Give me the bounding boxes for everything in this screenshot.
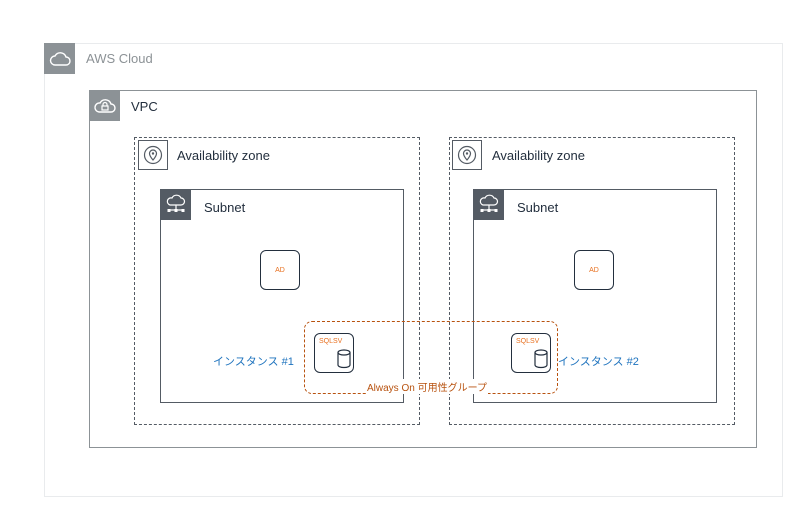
- availability-zone-label: Availability zone: [492, 148, 585, 163]
- ad-server-icon: AD: [574, 250, 614, 290]
- instance-label-1: インスタンス #1: [213, 356, 294, 368]
- subnet-label: Subnet: [204, 200, 246, 215]
- availability-zone-label: Availability zone: [177, 148, 270, 163]
- lock-cloud-icon: [89, 90, 120, 121]
- database-icon: [534, 349, 548, 369]
- subnet-2: [473, 189, 717, 403]
- ad-server-icon: AD: [260, 250, 300, 290]
- vpc-group: [89, 90, 757, 448]
- aws-cloud-group: [44, 43, 783, 497]
- ad-label: AD: [589, 266, 599, 274]
- availability-zone-1: [134, 137, 420, 425]
- sql-server-icon: SQLSV: [314, 333, 354, 373]
- location-pin-icon: [138, 140, 168, 170]
- availability-zone-2: [449, 137, 735, 425]
- subnet-label: Subnet: [517, 200, 559, 215]
- instance-label-2: インスタンス #2: [558, 356, 639, 368]
- availability-group-label: Always On 可用性グループ: [366, 379, 488, 394]
- network-cloud-icon: [160, 189, 191, 220]
- subnet-1: [160, 189, 404, 403]
- ad-label: AD: [275, 266, 285, 274]
- aws-cloud-label: AWS Cloud: [86, 51, 153, 66]
- sql-label: SQLSV: [516, 338, 540, 345]
- cloud-icon: [44, 43, 75, 74]
- vpc-label: VPC: [131, 99, 158, 114]
- location-pin-icon: [452, 140, 482, 170]
- sql-server-icon: SQLSV: [511, 333, 551, 373]
- database-icon: [337, 349, 351, 369]
- sql-label: SQLSV: [319, 338, 343, 345]
- network-cloud-icon: [473, 189, 504, 220]
